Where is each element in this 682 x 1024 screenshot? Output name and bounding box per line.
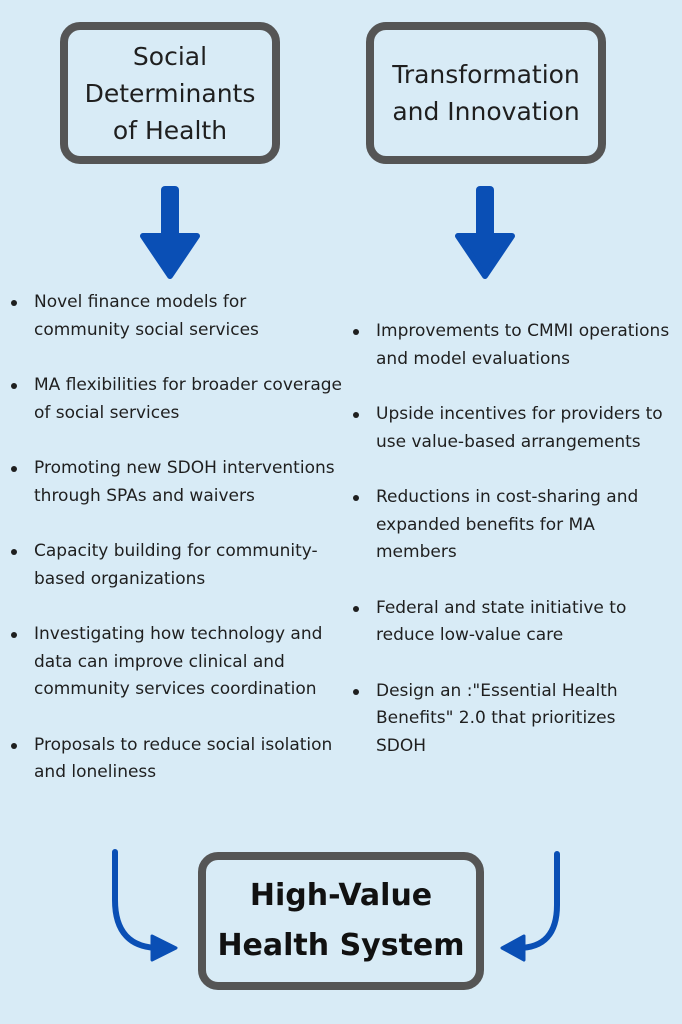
transformation-list: Improvements to CMMI operations and mode…: [352, 318, 670, 788]
transformation-box: Transformation and Innovation: [366, 22, 606, 164]
curved-arrow-right: [500, 851, 560, 962]
sdoh-box: Social Determinants of Health: [60, 22, 280, 164]
list-item: Federal and state initiative to reduce l…: [352, 595, 670, 650]
high-value-box: High-Value Health System: [198, 852, 484, 990]
curved-arrow-left: [112, 849, 178, 962]
list-item: Investigating how technology and data ca…: [10, 621, 342, 704]
list-item: Proposals to reduce social isolation and…: [10, 732, 342, 787]
sdoh-list: Novel finance models for community socia…: [10, 289, 342, 815]
down-arrow-left: [140, 186, 200, 279]
list-item: Reductions in cost-sharing and expanded …: [352, 484, 670, 567]
transformation-title: Transformation and Innovation: [392, 60, 580, 126]
list-item: Upside incentives for providers to use v…: [352, 401, 670, 456]
list-item: Novel finance models for community socia…: [10, 289, 342, 344]
sdoh-title: Social Determinants of Health: [84, 41, 256, 145]
list-item: Improvements to CMMI operations and mode…: [352, 318, 670, 373]
list-item: Promoting new SDOH interventions through…: [10, 455, 342, 510]
list-item: MA flexibilities for broader coverage of…: [10, 372, 342, 427]
list-item: Capacity building for community-based or…: [10, 538, 342, 593]
high-value-title: High-Value Health System: [217, 878, 465, 963]
list-item: Design an :"Essential Health Benefits" 2…: [352, 678, 670, 761]
down-arrow-right: [455, 186, 515, 279]
